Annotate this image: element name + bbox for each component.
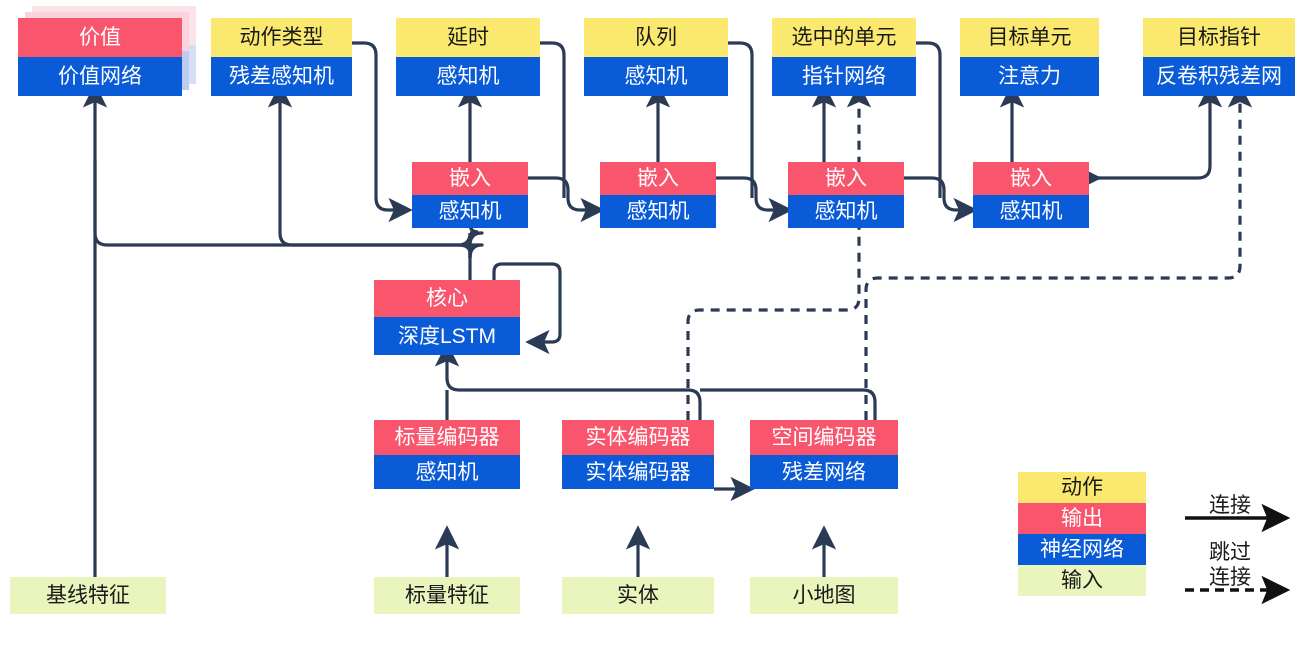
core-block-top-label: 核心 bbox=[374, 280, 520, 317]
embed-block-embed-3[interactable]: 嵌入感知机 bbox=[788, 162, 904, 228]
output-head-action-type-bottom-label: 残差感知机 bbox=[211, 57, 352, 96]
input-block-label: 标量特征 bbox=[374, 577, 520, 614]
input-block-label: 实体 bbox=[562, 577, 714, 614]
legend-action: 动作 bbox=[1018, 472, 1146, 503]
output-head-delay[interactable]: 延时感知机 bbox=[396, 18, 540, 96]
encoder-block-entity-encoder-top-label: 实体编码器 bbox=[562, 420, 714, 455]
embed-block-embed-3-top-label: 嵌入 bbox=[788, 162, 904, 195]
output-head-queue[interactable]: 队列感知机 bbox=[584, 18, 728, 96]
output-head-selected-units-bottom-label: 指针网络 bbox=[772, 57, 916, 96]
encoder-block-scalar-encoder-bottom-label: 感知机 bbox=[374, 455, 520, 489]
embed-block-embed-2[interactable]: 嵌入感知机 bbox=[600, 162, 716, 228]
core-block[interactable]: 核心深度LSTM bbox=[374, 280, 520, 355]
output-head-target-unit[interactable]: 目标单元注意力 bbox=[960, 18, 1099, 96]
legend-swatch-stack: 动作输出神经网络输入 bbox=[1018, 472, 1146, 596]
embed-block-embed-2-top-label: 嵌入 bbox=[600, 162, 716, 195]
output-head-queue-bottom-label: 感知机 bbox=[584, 57, 728, 96]
output-head-selected-units-top-label: 选中的单元 bbox=[772, 18, 916, 57]
legend-input: 输入 bbox=[1018, 565, 1146, 596]
input-block-scalar-features[interactable]: 标量特征 bbox=[374, 577, 520, 614]
output-head-value-bottom-label: 价值网络 bbox=[18, 57, 182, 96]
output-head-target-point[interactable]: 目标指针反卷积残差网 bbox=[1143, 18, 1295, 96]
encoder-block-spatial-encoder-top-label: 空间编码器 bbox=[750, 420, 898, 455]
input-block-entities[interactable]: 实体 bbox=[562, 577, 714, 614]
output-head-value-top-label: 价值 bbox=[18, 18, 182, 57]
legend-output: 输出 bbox=[1018, 503, 1146, 534]
legend-skip-label-line2: 连接 bbox=[1209, 566, 1251, 589]
output-head-action-type[interactable]: 动作类型残差感知机 bbox=[211, 18, 352, 96]
encoder-block-spatial-encoder[interactable]: 空间编码器残差网络 bbox=[750, 420, 898, 489]
embed-block-embed-4-top-label: 嵌入 bbox=[973, 162, 1089, 195]
embed-block-embed-1-bottom-label: 感知机 bbox=[412, 195, 528, 228]
legend-skip-label-line1: 跳过 bbox=[1209, 541, 1251, 564]
output-head-target-point-bottom-label: 反卷积残差网 bbox=[1143, 57, 1295, 96]
output-head-delay-bottom-label: 感知机 bbox=[396, 57, 540, 96]
input-block-label: 小地图 bbox=[750, 577, 898, 614]
embed-block-embed-1-top-label: 嵌入 bbox=[412, 162, 528, 195]
legend-connection-label: 连接 bbox=[1209, 494, 1251, 517]
encoder-block-entity-encoder-bottom-label: 实体编码器 bbox=[562, 455, 714, 489]
encoder-block-spatial-encoder-bottom-label: 残差网络 bbox=[750, 455, 898, 489]
output-head-selected-units[interactable]: 选中的单元指针网络 bbox=[772, 18, 916, 96]
input-block-label: 基线特征 bbox=[10, 577, 166, 614]
output-head-action-type-top-label: 动作类型 bbox=[211, 18, 352, 57]
embed-block-embed-1[interactable]: 嵌入感知机 bbox=[412, 162, 528, 228]
encoder-block-entity-encoder[interactable]: 实体编码器实体编码器 bbox=[562, 420, 714, 489]
output-head-queue-top-label: 队列 bbox=[584, 18, 728, 57]
output-head-delay-top-label: 延时 bbox=[396, 18, 540, 57]
encoder-block-scalar-encoder[interactable]: 标量编码器感知机 bbox=[374, 420, 520, 489]
encoder-block-scalar-encoder-top-label: 标量编码器 bbox=[374, 420, 520, 455]
legend-network: 神经网络 bbox=[1018, 534, 1146, 565]
output-head-target-unit-top-label: 目标单元 bbox=[960, 18, 1099, 57]
embed-block-embed-2-bottom-label: 感知机 bbox=[600, 195, 716, 228]
embed-block-embed-4[interactable]: 嵌入感知机 bbox=[973, 162, 1089, 228]
embed-block-embed-3-bottom-label: 感知机 bbox=[788, 195, 904, 228]
output-head-target-point-top-label: 目标指针 bbox=[1143, 18, 1295, 57]
input-block-baseline-features[interactable]: 基线特征 bbox=[10, 577, 166, 614]
embed-block-embed-4-bottom-label: 感知机 bbox=[973, 195, 1089, 228]
input-block-minimap[interactable]: 小地图 bbox=[750, 577, 898, 614]
core-block-bottom-label: 深度LSTM bbox=[374, 317, 520, 355]
output-head-value[interactable]: 价值价值网络 bbox=[18, 18, 182, 96]
output-head-target-unit-bottom-label: 注意力 bbox=[960, 57, 1099, 96]
